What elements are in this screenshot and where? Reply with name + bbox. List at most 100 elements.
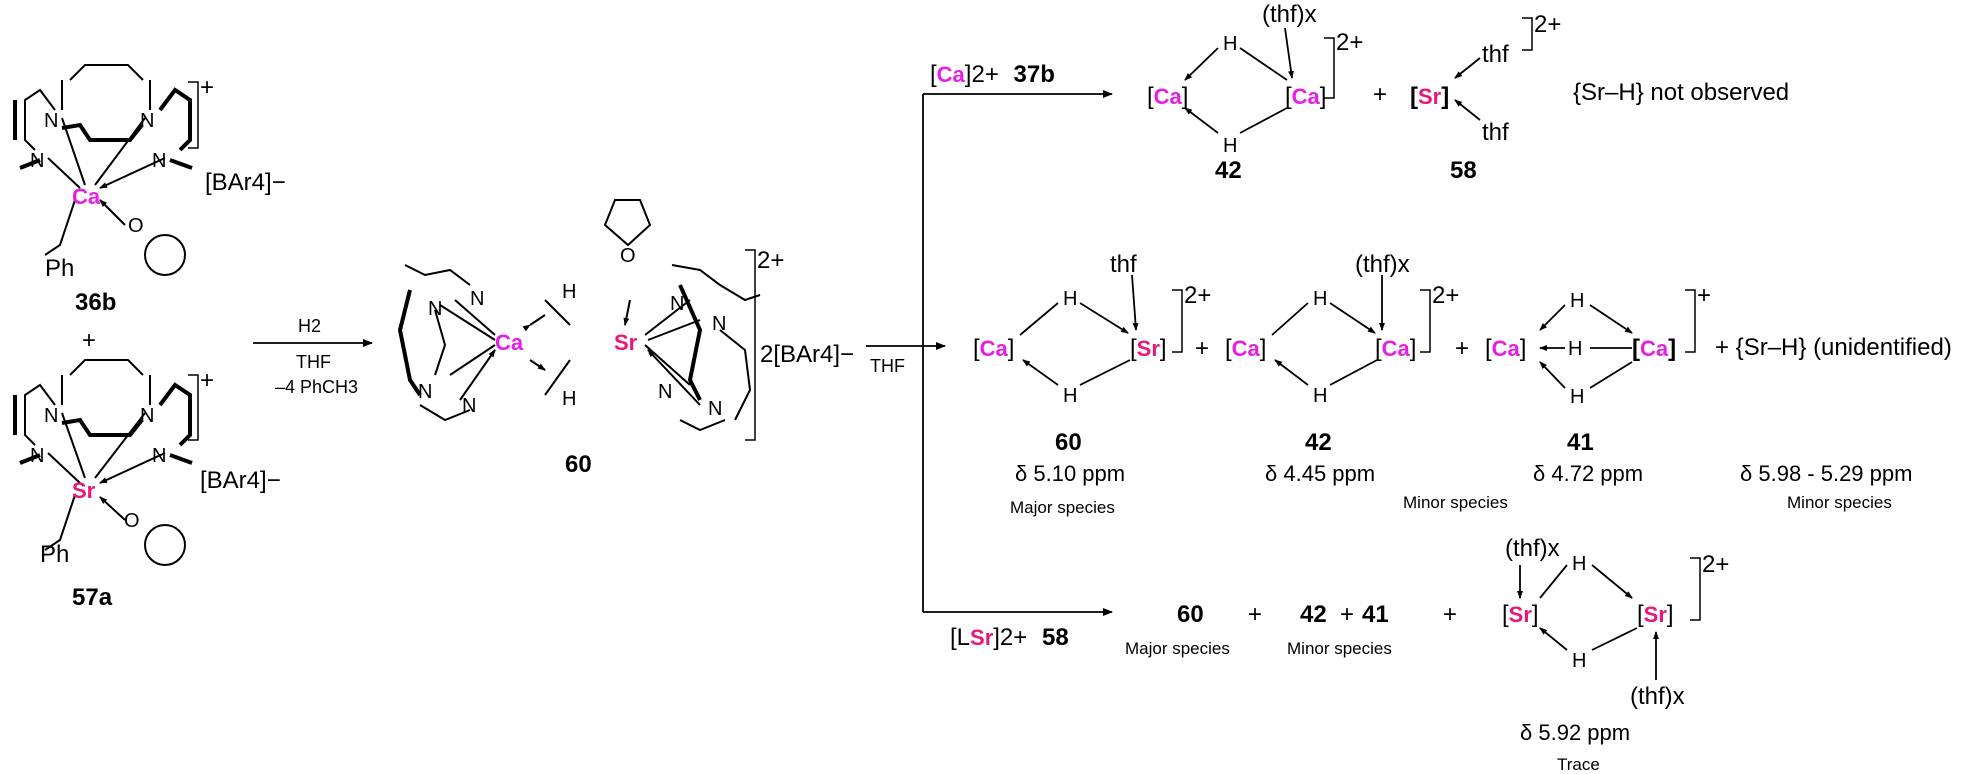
label-42: 42 xyxy=(1300,601,1327,628)
n-atom: N xyxy=(462,395,476,417)
ligand: (thf)x xyxy=(1355,251,1410,278)
left-metal: [Sr] xyxy=(1502,601,1539,628)
label-60: 60 xyxy=(565,451,592,478)
bracket xyxy=(745,249,756,441)
n-atom: N xyxy=(418,381,432,403)
n-atom: N xyxy=(152,150,166,172)
left-metal: [Ca] xyxy=(1225,335,1266,362)
charge: 2+ xyxy=(1702,551,1729,578)
byproduct: –4 PhCH3 xyxy=(275,377,358,397)
counterion-60: 2[BAr4]− xyxy=(760,341,854,368)
right-metal: [Sr] xyxy=(1637,601,1674,628)
reagent-h2: H2 xyxy=(298,316,321,336)
macrocycle-36b xyxy=(13,64,193,256)
plus-sign: + xyxy=(1248,601,1262,628)
ca-center: Ca xyxy=(495,330,524,355)
benzyl-ph: Ph xyxy=(40,541,69,568)
sr-center: [Sr] xyxy=(1410,83,1449,110)
charge: + xyxy=(1697,282,1711,309)
reagent-suffix: ]2+ xyxy=(993,624,1027,651)
ligand: thf xyxy=(1482,119,1509,146)
charge-60: 2+ xyxy=(757,247,784,274)
unidentified-species: + {Sr–H} (unidentified) xyxy=(1715,334,1952,361)
bottom-sr-dimer: [Sr] [Sr] H H (thf)x (thf)x 2+ δ 5.92 pp… xyxy=(1502,535,1729,774)
reagent-number: 58 xyxy=(1042,624,1069,651)
plus-sign: + xyxy=(1340,601,1354,628)
ligand: thf xyxy=(1110,251,1137,278)
label-41: 41 xyxy=(1362,601,1389,628)
charge-36b: + xyxy=(200,74,214,101)
right-metal: [Ca] xyxy=(1632,335,1676,362)
label-41: 41 xyxy=(1567,429,1594,456)
reagent-metal: Sr xyxy=(970,625,994,650)
n-atom: N xyxy=(30,445,44,467)
n-atom: N xyxy=(140,110,154,132)
left-metal: [Ca] xyxy=(1147,83,1188,110)
counterion-36b: [BAr4]− xyxy=(205,169,286,196)
bracket xyxy=(1690,557,1701,621)
hydride-h: H xyxy=(1313,288,1327,310)
hydride-h: H xyxy=(1063,288,1077,310)
n-atom: N xyxy=(708,398,722,420)
bracket xyxy=(1685,289,1696,353)
hydride-h: H xyxy=(1223,33,1237,55)
label-57a: 57a xyxy=(72,584,113,611)
mid-product-60: [Ca] [Sr] H H thf 2+ 60 δ 5.10 ppm Major… xyxy=(973,251,1211,517)
shift-unidentified: δ 5.98 - 5.29 ppm xyxy=(1740,461,1912,486)
charge: 2+ xyxy=(1432,282,1459,309)
reagent-prefix: [L xyxy=(950,624,970,651)
n-atom: N xyxy=(712,313,726,335)
thf-ring-icon xyxy=(144,234,186,276)
plus-sign: + xyxy=(1455,335,1469,362)
step2-solvent: THF xyxy=(870,356,905,376)
label-60: 60 xyxy=(1177,601,1204,628)
n-atom: N xyxy=(670,293,684,315)
left-metal: [Ca] xyxy=(1485,335,1526,362)
o-atom: O xyxy=(620,245,636,267)
o-atom: O xyxy=(128,215,144,237)
status-unidentified: Minor species xyxy=(1787,493,1892,512)
top-product-58: [Sr] thf thf 2+ 58 xyxy=(1410,11,1561,184)
sr-center: Sr xyxy=(72,478,96,503)
sr-center: Sr xyxy=(614,330,638,355)
hydride-h: H xyxy=(1570,290,1584,312)
shift-dimer: δ 5.92 ppm xyxy=(1520,720,1630,745)
hydride-h: H xyxy=(1572,553,1586,575)
label-60: 60 xyxy=(1055,429,1082,456)
reagent-metal: Ca xyxy=(937,62,966,87)
hydride-h: H xyxy=(1223,135,1237,157)
hydride-h: H xyxy=(1568,338,1582,360)
reagent-suffix: ]2+ xyxy=(965,61,999,88)
bracket xyxy=(1522,17,1533,51)
benzyl-ph: Ph xyxy=(45,255,74,282)
hydride-h: H xyxy=(1313,385,1327,407)
bracket xyxy=(1324,37,1335,99)
reagent-37b: [Ca]2+ 37b xyxy=(930,61,1055,88)
ligand: (thf)x xyxy=(1630,683,1685,710)
ligand: (thf)x xyxy=(1262,1,1317,28)
n-atom: N xyxy=(428,298,442,320)
compound-36b: N N N N O Ca Ph + [BAr4]− 36b xyxy=(13,64,286,316)
plus-sign: + xyxy=(82,327,96,354)
branch-lines xyxy=(866,90,1113,616)
reagent-number: 37b xyxy=(1014,61,1055,88)
macrocycle-57a xyxy=(13,359,193,551)
label-36b: 36b xyxy=(75,289,116,316)
shift-60: δ 5.10 ppm xyxy=(1015,461,1125,486)
top-product-42: [Ca] [Ca] H H (thf)x 2+ 42 xyxy=(1147,1,1363,184)
o-atom: O xyxy=(124,510,140,532)
not-observed-note: {Sr–H} not observed xyxy=(1573,79,1789,106)
status-dimer: Trace xyxy=(1557,755,1600,774)
label-42: 42 xyxy=(1215,157,1242,184)
plus-sign: + xyxy=(1195,335,1209,362)
charge-57a: + xyxy=(200,367,214,394)
status-42: Minor species xyxy=(1403,493,1508,512)
n-atom: N xyxy=(470,288,484,310)
left-metal: [Ca] xyxy=(973,335,1014,362)
hydride-h: H xyxy=(1570,386,1584,408)
compound-60: O N N N N N N N N H H Ca Sr 2+ 2[BAr4]− … xyxy=(397,199,854,478)
n-atom: N xyxy=(44,405,58,427)
right-metal: [Sr] xyxy=(1130,335,1167,362)
n-atom: N xyxy=(140,405,154,427)
